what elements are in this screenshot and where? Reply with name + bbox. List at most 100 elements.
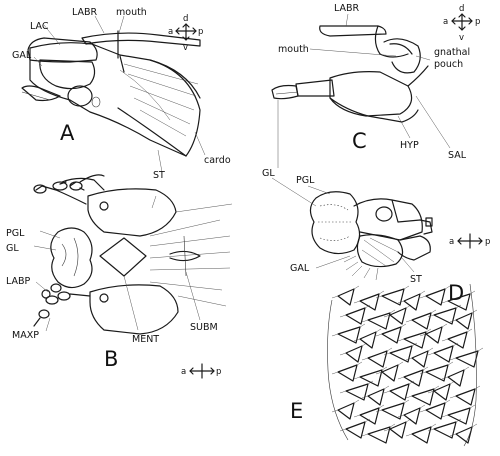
panel-e-spine <box>381 288 405 306</box>
panel-e-spine-hair <box>339 418 371 432</box>
panel-c-compass-a: a <box>443 17 448 27</box>
panel-e-spine <box>447 407 471 425</box>
panel-a-compass-p: p <box>198 27 203 37</box>
panel-a-drawing <box>21 30 201 157</box>
panel-e-spine <box>425 326 443 344</box>
panel-e-spine <box>389 383 410 401</box>
panel-c-compass <box>451 13 473 31</box>
panel-c-pouch-label: pouch <box>434 59 463 70</box>
panel-e-spine <box>337 364 358 382</box>
panel-e-spine-hair <box>383 380 415 394</box>
panel-e-spine <box>433 383 451 401</box>
panel-a-compass-a: a <box>168 27 173 37</box>
panel-c-compass-d: d <box>459 4 464 14</box>
panel-e-spine <box>389 421 407 439</box>
panel-e-spine <box>425 288 446 306</box>
panel-e-spine <box>367 426 391 444</box>
panel-e-spine-hair <box>353 404 385 418</box>
panel-e-spine <box>455 312 473 330</box>
panel-a-compass-v: v <box>183 43 188 53</box>
panel-e-spine <box>403 407 421 425</box>
panel-e-spine-hair <box>449 385 481 399</box>
panel-e-spine-hair <box>441 404 476 418</box>
panel-c-hyp-label: HYP <box>400 140 419 151</box>
panel-e-spine-hair <box>339 304 371 318</box>
panel-e-spine-hair <box>361 309 396 323</box>
panel-e-spine <box>433 421 457 439</box>
panel-e-spine <box>345 383 369 401</box>
panel-e-spine-hair <box>331 285 360 299</box>
panel-e-spine <box>389 345 413 363</box>
panel-d-letter: D <box>448 281 464 305</box>
panel-e-spine <box>411 350 429 368</box>
panel-d-gal-label: GAL <box>290 263 310 274</box>
panel-b-pgl-label: PGL <box>6 228 25 239</box>
panel-b-compass <box>189 363 215 379</box>
panel-a-st-label: ST <box>153 170 165 181</box>
panel-e-spine <box>345 421 366 439</box>
panel-e-spine-hair <box>331 361 363 375</box>
panel-e-spine <box>403 369 424 387</box>
panel-e-spine <box>367 350 388 368</box>
panel-e-spine-hair <box>427 418 462 432</box>
panel-a-mouth-label: mouth <box>116 7 147 18</box>
panel-e-spine <box>359 369 383 387</box>
panel-e-spine <box>425 364 449 382</box>
panel-e-spine-hair <box>375 323 407 337</box>
panel-e-spine <box>411 426 432 444</box>
panel-d-compass <box>457 233 483 249</box>
panel-a-gal-label: GAL <box>12 50 32 61</box>
panel-e-spine-hair <box>375 285 410 299</box>
panel-c-sal-label: SAL <box>448 150 467 161</box>
panel-e-spine-hair <box>353 328 382 342</box>
panel-e-spine-hair <box>353 290 385 304</box>
panel-e-spine-hair <box>397 328 432 342</box>
panel-e-spine-hair <box>397 404 426 418</box>
panel-e-spine <box>411 312 432 330</box>
panel-e-spine <box>367 388 385 406</box>
panel-e-spine <box>455 388 476 406</box>
panel-a-compass <box>175 23 197 41</box>
panel-b-compass-p: p <box>216 367 221 377</box>
panel-e-spine <box>381 402 405 420</box>
panel-b-letter: B <box>104 347 118 371</box>
panel-e-spine <box>381 326 402 344</box>
panel-b-ment-label: MENT <box>132 334 159 345</box>
panel-d-drawing <box>309 191 433 281</box>
panel-b-gl-label: GL <box>6 243 19 254</box>
panel-e-spine-hair <box>353 366 388 380</box>
panel-e-spine <box>389 307 407 325</box>
panel-e-spine-hair <box>427 342 459 356</box>
panel-c-letter: C <box>352 129 367 153</box>
panel-e-spine-hair <box>427 380 456 394</box>
panel-e-spine-hair <box>405 347 434 361</box>
panel-e-spine-hair <box>383 342 418 356</box>
panel-e-spine-hair <box>383 304 412 318</box>
panel-c-drawing <box>271 25 429 123</box>
panel-e-spine-hair <box>397 290 426 304</box>
panel-e-spine-hair <box>375 399 410 413</box>
panel-c-labr-label: LABR <box>334 3 360 14</box>
panel-e-spine-hair <box>361 347 393 361</box>
panel-e-spine-hair <box>441 366 470 380</box>
panel-a-lac-label: LAC <box>30 21 49 32</box>
panel-e-spine <box>455 426 473 444</box>
panel-e-spine <box>447 293 471 311</box>
panel-e-spine-hair <box>405 385 440 399</box>
panel-e-spine-hair <box>419 323 448 337</box>
panel-e-spine <box>359 407 380 425</box>
panel-e-spine <box>345 345 363 363</box>
panel-e-spine <box>359 331 377 349</box>
panel-e-spine <box>425 402 446 420</box>
panel-e-spine <box>367 312 391 330</box>
panel-e-spine-hair <box>441 290 476 304</box>
panel-a-labr-label: LABR <box>72 7 98 18</box>
panel-e-spine <box>337 326 361 344</box>
panel-b-subm-label: SUBM <box>190 322 218 333</box>
panel-e-spine-hair <box>441 328 473 342</box>
panel-d-compass-p: p <box>485 237 490 247</box>
panel-a-compass-d: d <box>183 14 188 24</box>
panel-e-spine-hair <box>449 309 478 323</box>
panel-e-spine <box>433 345 454 363</box>
